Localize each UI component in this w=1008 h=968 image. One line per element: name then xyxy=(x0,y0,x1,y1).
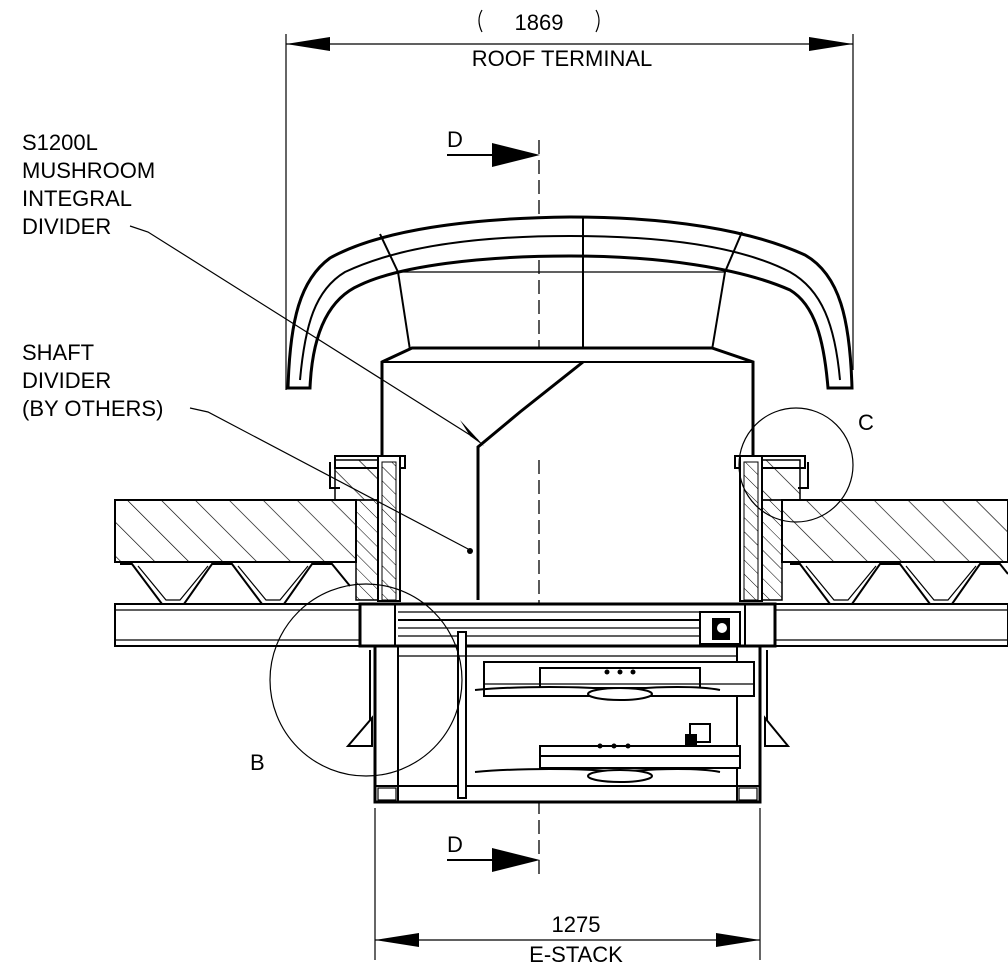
label-integral-divider: S1200L MUSHROOM INTEGRAL DIVIDER xyxy=(22,130,484,446)
roof-slab-left xyxy=(114,499,357,605)
shaft-label-line3: (BY OTHERS) xyxy=(22,396,163,421)
divider-label-line2: MUSHROOM xyxy=(22,158,155,183)
support-bracket-left xyxy=(345,650,373,747)
divider-label-line4: DIVIDER xyxy=(22,214,111,239)
steel-beam-left xyxy=(114,603,361,647)
roof-slab-right xyxy=(781,499,1008,605)
divider-label-line3: INTEGRAL xyxy=(22,186,132,211)
dimension-estack: 1275 E-STACK xyxy=(374,808,761,967)
detail-mark-b: B xyxy=(250,750,265,775)
estack-label: E-STACK xyxy=(529,942,623,967)
roof-terminal-label: ROOF TERMINAL xyxy=(472,46,653,71)
section-mark-bottom: D xyxy=(447,832,540,872)
detail-circle-c: C xyxy=(738,407,874,523)
detail-circle-b: B xyxy=(250,583,463,777)
shaft-label-line2: DIVIDER xyxy=(22,368,111,393)
roof-terminal-width: 1869 xyxy=(515,10,564,35)
mushroom-cap xyxy=(286,215,854,390)
transition-frame xyxy=(358,602,777,648)
fan-lower xyxy=(474,723,741,783)
section-mark-top: D xyxy=(447,127,540,167)
dimension-roof-terminal: 1869 ROOF TERMINAL xyxy=(285,9,854,390)
fan-upper xyxy=(474,661,755,701)
divider-label-line1: S1200L xyxy=(22,130,98,155)
shaft-label-line1: SHAFT xyxy=(22,340,94,365)
label-shaft-divider: SHAFT DIVIDER (BY OTHERS) xyxy=(22,340,473,554)
upstand-left xyxy=(329,455,406,602)
section-mark-top-label: D xyxy=(447,127,463,152)
estack-width: 1275 xyxy=(552,912,601,937)
detail-mark-c: C xyxy=(858,410,874,435)
upstand-right xyxy=(734,455,809,602)
estack-housing xyxy=(373,631,762,804)
steel-beam-right xyxy=(774,603,1008,647)
terminal-body xyxy=(380,346,755,600)
section-mark-bottom-label: D xyxy=(447,832,463,857)
support-bracket-right xyxy=(764,650,791,747)
